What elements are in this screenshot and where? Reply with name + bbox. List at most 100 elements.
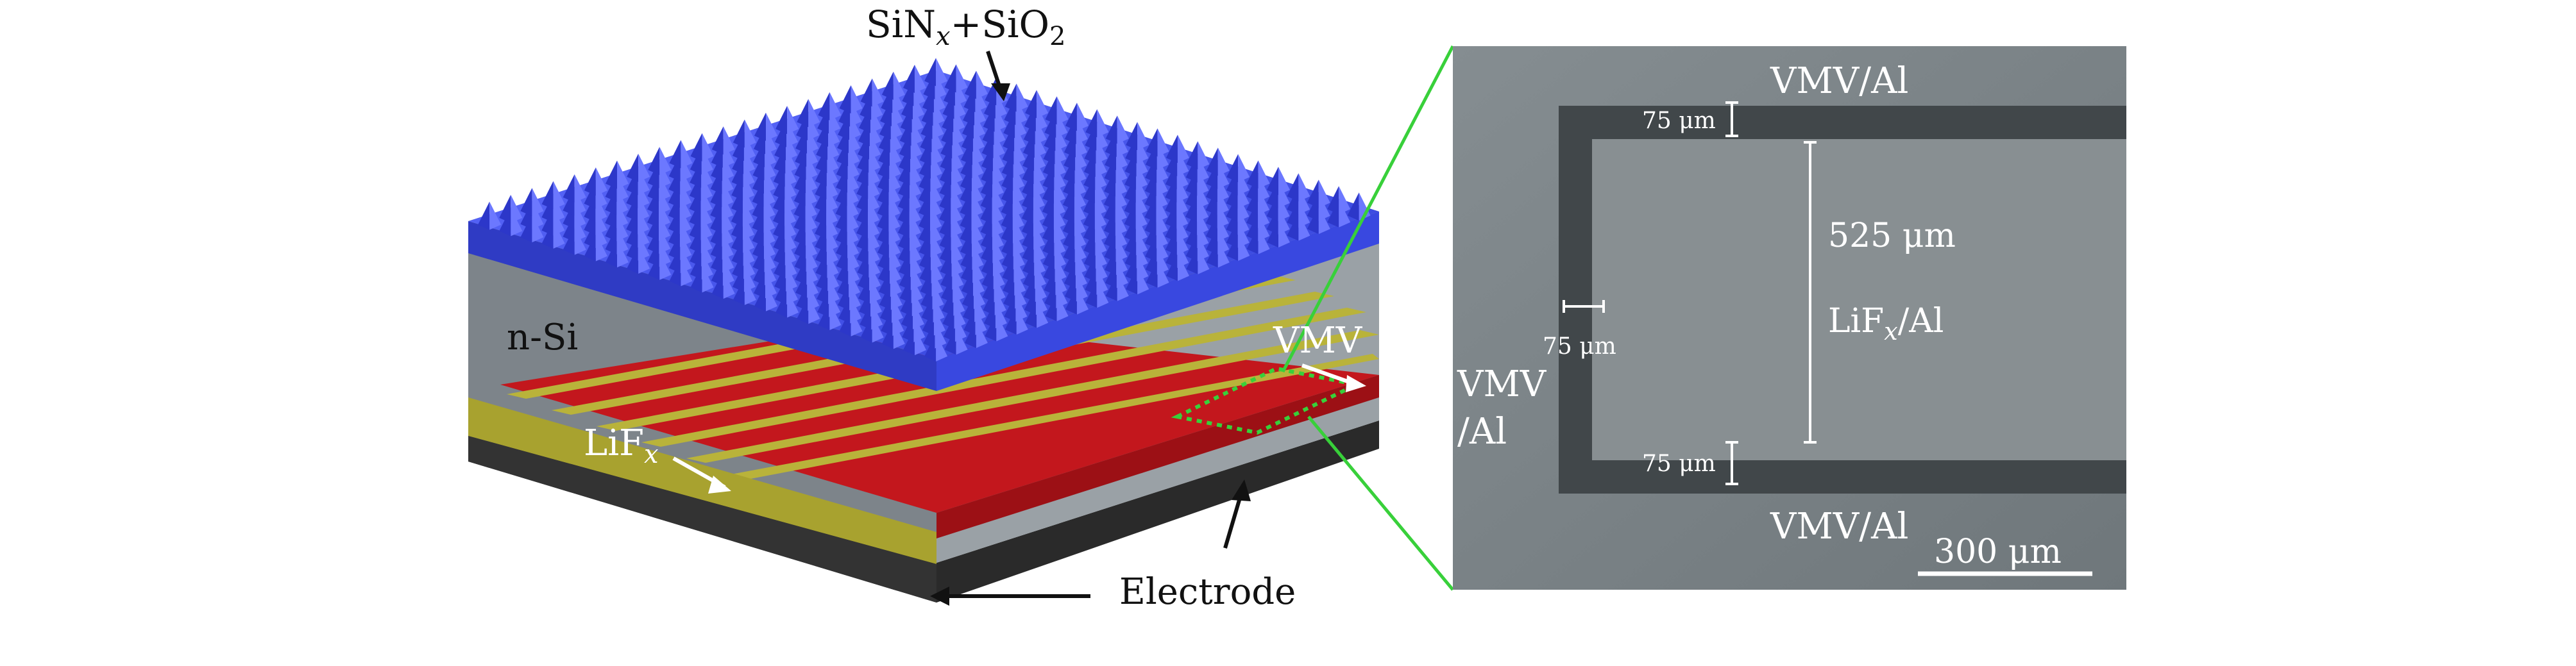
pyramid-face [1085,109,1097,138]
sem-top-gap-label: 75 μm [1642,108,1716,134]
pyramid-face [617,160,629,189]
pyramid-face [1206,147,1218,176]
pyramid-slab-right [936,212,1379,391]
pyramid-face [1065,103,1077,131]
pyramid-face [681,140,693,169]
sem-bottom-band [1559,460,2126,494]
pyramid-face [839,85,851,114]
sem-bottom-contact-label: VMV/Al [1770,506,1908,547]
electrode-front [468,436,936,603]
pyramid-face [584,167,596,196]
pyramid-face [1198,141,1210,170]
pyramid-face [744,119,756,148]
pyramid-face [1165,135,1178,163]
pyramid-face [1076,103,1089,131]
pyramid-face [1025,90,1037,119]
pyramid-face [1045,96,1057,125]
pyramid-face [627,153,639,182]
vmv-red-side [936,375,1379,538]
pyramid-face [1226,154,1239,183]
pyramid-face [563,174,575,203]
pyramid-face [976,71,988,99]
sem-left-contact-line1: VMV [1457,363,1547,405]
pyramid-face [690,133,702,162]
pyramid-face [723,126,735,155]
pyramid-face [1339,186,1351,215]
pyramid-face [606,160,618,189]
pyramid-face [1137,122,1149,151]
sem-finger-width-label: 525 μm [1828,217,1956,255]
pyramid-face [1238,154,1250,183]
pyramid-face [765,112,777,141]
pyramid-face [902,65,915,94]
pyramid-face [595,167,607,196]
arrow-lif [672,456,731,494]
dimension-lines [1563,101,1817,485]
pyramid-face [924,58,936,87]
pyramid-face [553,181,565,210]
pyramid-face [478,201,490,230]
pyramid-face [964,71,976,99]
pyramid-face [1347,192,1359,221]
arrow-vmv [1301,363,1366,392]
pyramid-face [489,201,502,230]
sem-image: VMV/Al 75 μm 525 μm LiFx/Al 75 μm VMV /A… [1453,46,2126,590]
top-layer-label: SiNx+SiO2 [866,3,1066,51]
pyramid-face [541,181,554,210]
pyramid-face [1266,167,1278,196]
pyramid-face [956,64,968,93]
pyramid-face [499,194,511,223]
pyramid-face [1157,128,1169,157]
electrode-label: Electrode [1119,571,1296,613]
pyramid-face [1307,179,1319,208]
highlight-region [1171,366,1363,435]
pyramid-face [1217,147,1230,176]
pyramid-face [648,147,660,176]
pyramid-face [1246,160,1258,189]
pyramid-face [818,92,830,121]
pyramid-face [711,126,724,155]
arrow-top [986,51,1010,101]
pyramid-face [797,99,809,128]
pyramid-face [1097,109,1109,138]
pyramid-face [1318,179,1330,208]
lif-front-bar [468,397,936,564]
pyramid-face [787,106,799,135]
zoom-line-bottom [1307,415,1454,591]
pyramid-face [669,140,681,169]
pyramid-face [872,78,884,107]
sem-left-band [1559,106,1592,494]
pyramid-face [1287,173,1299,202]
pyramid-face [754,112,766,141]
zoom-line-top [1281,45,1455,373]
pyramid-face [1126,122,1138,151]
pyramid-face [1298,173,1310,202]
sem-center-region [1592,139,2126,460]
sem-center-label: LiFx/Al [1828,302,1944,345]
pyramid-face [851,85,863,114]
bulk-label: n-Si [507,317,578,358]
sem-left-contact-line2: /Al [1457,411,1507,453]
pyramid-face [860,78,872,107]
pyramid-face [893,71,905,100]
pyramid-face [1177,135,1189,163]
sem-left-gap-label: 75 μm [1543,333,1616,360]
pyramid-face [1146,128,1158,157]
pyramid-face [775,106,788,135]
pyramid-face [1056,96,1069,125]
pyramid-face [829,92,842,121]
sem-scale-bar-label: 300 μm [1934,533,2062,571]
pyramid-face [1037,90,1049,119]
pyramid-face [1186,141,1198,170]
pyramid-face [881,71,894,100]
pyramid-slab-left [468,221,936,391]
sem-top-contact-label: VMV/Al [1770,60,1908,102]
pyramid-texture [478,58,1371,362]
arrow-electrode [930,479,1251,606]
pyramid-face [1278,167,1290,196]
sem-bottom-gap-label: 75 μm [1642,451,1716,477]
lif-label: LiFx [584,422,659,469]
pyramid-face [1359,192,1371,221]
pyramid-face [659,147,672,176]
